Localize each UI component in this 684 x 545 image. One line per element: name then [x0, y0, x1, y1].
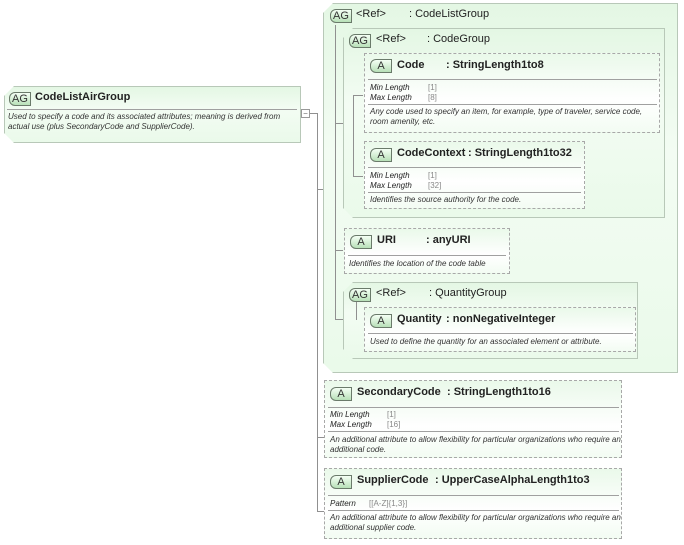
- connector-line: [317, 190, 318, 512]
- minus-icon: −: [303, 109, 308, 118]
- attribute-group-badge-icon: AG: [349, 34, 371, 48]
- ref-label: <Ref>: [376, 287, 406, 299]
- prop-value: [8]: [428, 93, 437, 102]
- ref-label: <Ref>: [356, 8, 386, 20]
- connector-line: [335, 319, 343, 320]
- connector-line: [317, 189, 323, 190]
- attribute-type: : StringLength1to32: [468, 147, 572, 159]
- node-title: CodeListAirGroup: [35, 91, 131, 103]
- attribute-description: An additional attribute to allow flexibi…: [330, 435, 621, 454]
- attribute-badge-icon: A: [330, 387, 352, 401]
- ref-type: : CodeListGroup: [409, 8, 490, 20]
- attribute-badge-icon: A: [330, 475, 352, 489]
- prop-label: Min Length: [370, 171, 410, 180]
- attribute-name: Code: [397, 59, 425, 71]
- uri-attribute-node[interactable]: A URI : anyURI Identifies the location o…: [344, 228, 510, 274]
- connector-line: [356, 302, 357, 320]
- divider: [328, 495, 619, 496]
- prop-label: Max Length: [330, 420, 372, 429]
- connector-line: [335, 123, 343, 124]
- prop-value: [1]: [428, 171, 437, 180]
- prop-value: [1]: [387, 410, 396, 419]
- divider: [368, 167, 581, 168]
- attribute-badge-icon: A: [370, 314, 392, 328]
- attribute-type: : UpperCaseAlphaLength1to3: [435, 474, 590, 486]
- connector-line: [335, 250, 343, 251]
- node-description: Used to specify a code and its associate…: [8, 112, 281, 131]
- attribute-badge-icon: A: [350, 235, 372, 249]
- connector-line: [335, 25, 336, 320]
- attribute-badge-icon: A: [370, 59, 392, 73]
- attribute-name: URI: [377, 234, 396, 246]
- attribute-group-badge-icon: AG: [9, 92, 31, 106]
- divider: [368, 104, 657, 105]
- divider: [328, 407, 619, 408]
- secondarycode-attribute-node[interactable]: A SecondaryCode : StringLength1to16 Min …: [324, 380, 622, 458]
- attribute-type: : nonNegativeInteger: [446, 313, 556, 325]
- divider: [368, 192, 581, 193]
- prop-value: [32]: [428, 181, 442, 190]
- codecontext-attribute-node[interactable]: A CodeContext : StringLength1to32 Min Le…: [364, 141, 585, 209]
- prop-label: Max Length: [370, 93, 412, 102]
- divider: [348, 255, 506, 256]
- connector-line: [353, 95, 363, 96]
- divider: [328, 510, 619, 511]
- attribute-group-badge-icon: AG: [330, 9, 352, 23]
- prop-label: Min Length: [330, 410, 370, 419]
- connector-line: [353, 95, 354, 177]
- attribute-description: Identifies the location of the code tabl…: [349, 259, 486, 268]
- ref-type: : CodeGroup: [427, 33, 490, 45]
- connector-line: [317, 511, 325, 512]
- attribute-description: Used to define the quantity for an assoc…: [370, 337, 602, 346]
- collapse-toggle[interactable]: −: [301, 109, 310, 118]
- connector-line: [353, 176, 363, 177]
- prop-label: Pattern: [330, 499, 356, 508]
- attribute-name: SecondaryCode: [357, 386, 441, 398]
- connector-line: [317, 437, 325, 438]
- prop-value: [[A-Z]{1,3}]: [369, 499, 408, 508]
- code-attribute-node[interactable]: A Code : StringLength1to8 Min Length [1]…: [364, 53, 660, 133]
- ref-label: <Ref>: [376, 33, 406, 45]
- connector-line: [310, 113, 318, 114]
- divider: [7, 109, 297, 110]
- prop-value: [16]: [387, 420, 401, 429]
- attribute-description: An additional attribute to allow flexibi…: [330, 513, 621, 532]
- attribute-type: : StringLength1to8: [446, 59, 544, 71]
- ref-type: : QuantityGroup: [429, 287, 507, 299]
- suppliercode-attribute-node[interactable]: A SupplierCode : UpperCaseAlphaLength1to…: [324, 468, 622, 539]
- attribute-description: Any code used to specify an item, for ex…: [370, 107, 643, 126]
- attribute-type: : StringLength1to16: [447, 386, 551, 398]
- attribute-name: Quantity: [397, 313, 442, 325]
- attribute-badge-icon: A: [370, 148, 392, 162]
- connector-line: [317, 113, 318, 190]
- attribute-name: SupplierCode: [357, 474, 429, 486]
- attribute-description: Identifies the source authority for the …: [370, 195, 522, 204]
- attribute-type: : anyURI: [426, 234, 471, 246]
- attribute-name: CodeContext: [397, 147, 466, 159]
- divider: [368, 333, 633, 334]
- quantity-attribute-node[interactable]: A Quantity : nonNegativeInteger Used to …: [364, 307, 636, 352]
- divider: [328, 431, 619, 432]
- attribute-group-badge-icon: AG: [349, 288, 371, 302]
- divider: [368, 79, 657, 80]
- prop-label: Min Length: [370, 83, 410, 92]
- codelistairgroup-node[interactable]: AG CodeListAirGroup Used to specify a co…: [4, 86, 301, 143]
- prop-label: Max Length: [370, 181, 412, 190]
- prop-value: [1]: [428, 83, 437, 92]
